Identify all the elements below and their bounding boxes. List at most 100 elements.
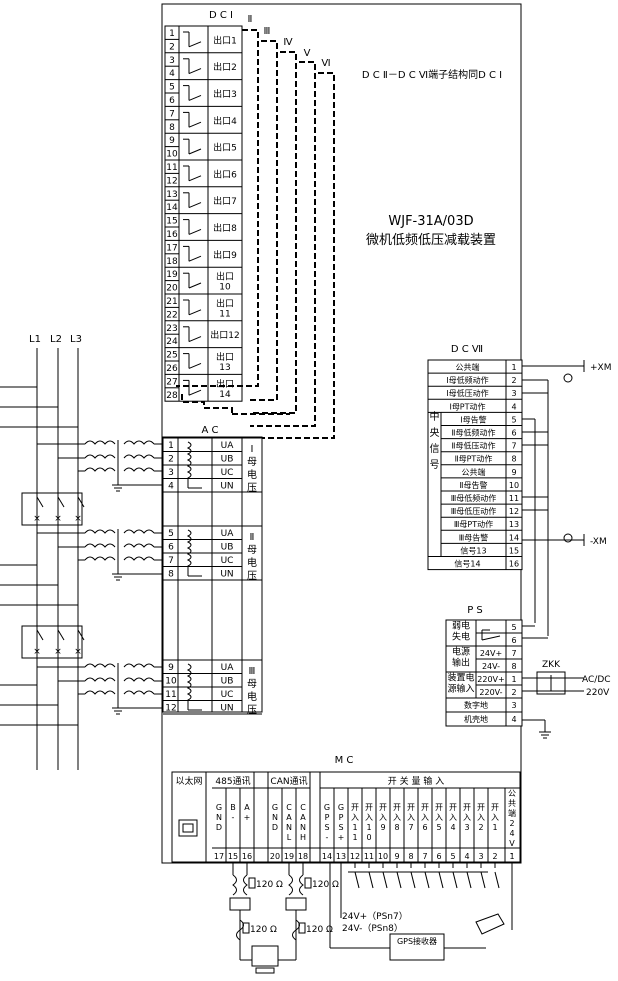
ps-terminal-block: 56724V+824V-1220V+2220V-3数字地4机壳地弱电失电电源输出…: [445, 619, 611, 739]
dc7-title: D C Ⅶ: [451, 344, 483, 355]
terminal-number: 19: [166, 270, 178, 280]
signal-label: Ⅱ母低压动作: [452, 441, 496, 451]
dc-note: D C Ⅱ－D C Ⅵ端子结构同D C Ⅰ: [362, 68, 502, 81]
phase-label: UC: [221, 468, 234, 478]
pt-winding: [84, 677, 116, 682]
terminal-number: 7: [511, 649, 516, 658]
breaker-mark: ×: [54, 647, 62, 657]
terminal-number: 18: [298, 852, 308, 861]
breaker-contact: [77, 629, 85, 641]
terminal-number: 22: [166, 310, 177, 320]
terminal-number: 8: [511, 662, 516, 671]
terminal-number: 3: [478, 852, 483, 861]
terminal-number: 14: [322, 852, 332, 861]
phase-label: UN: [220, 704, 233, 714]
terminal-number: 7: [511, 442, 516, 451]
terminal-number: 5: [169, 83, 175, 93]
contact-symbol: [481, 635, 501, 641]
terminal-number: 17: [166, 243, 177, 253]
contact-symbol: [188, 202, 202, 209]
pt-winding: [84, 454, 116, 459]
terminal-number: 2: [511, 688, 516, 697]
input-contact: [466, 871, 472, 889]
phase-label: UC: [221, 690, 234, 700]
terminal-number: 3: [511, 701, 516, 710]
phase-label: UA: [221, 529, 235, 539]
dashed-link: [176, 29, 259, 387]
breaker-contact: [57, 629, 65, 641]
bus-line-label: L1: [29, 334, 41, 345]
mc-col-label: B-: [230, 803, 236, 822]
xm-minus-label: -XM: [590, 537, 607, 547]
terminal-number: 1: [511, 363, 516, 372]
terminal-number: 16: [166, 230, 178, 240]
terminal-number: 8: [511, 455, 516, 464]
breaker-contact: [36, 496, 44, 508]
terminal-number: 16: [242, 852, 252, 861]
roman-label: Ⅳ: [283, 37, 293, 48]
terminal-number: 2: [169, 42, 175, 52]
output-label: 出口3: [213, 88, 237, 100]
signal-label: Ⅱ母告警: [460, 480, 488, 490]
device-name: 微机低频低压减载装置: [366, 233, 496, 248]
output-label: 出口8: [213, 222, 237, 234]
contact-symbol: [188, 228, 202, 235]
roman-label: Ⅱ: [248, 14, 253, 25]
dashed-link: [250, 40, 278, 401]
mc-frame: [171, 771, 521, 863]
terminal-number: 13: [509, 520, 519, 529]
gps-receiver-box: [389, 933, 445, 961]
signal-label: 公共端: [456, 362, 480, 372]
terminal-number: 23: [166, 324, 177, 334]
output-label: 出口4: [213, 115, 237, 127]
terminal-number: 5: [511, 623, 516, 632]
signal-label: 信号14: [454, 559, 480, 569]
ethernet-port-icon: [178, 819, 198, 837]
twisted-pair: [232, 874, 248, 896]
terminal-number: 21: [166, 297, 177, 307]
resistor-label: 120 Ω: [250, 925, 277, 935]
output-label: 出口5: [213, 142, 237, 154]
signal-label: Ⅰ母低压动作: [446, 388, 488, 398]
signal-label: Ⅰ母告警: [460, 414, 486, 424]
terminal-number: 19: [284, 852, 294, 861]
terminal-number: 5: [450, 852, 455, 861]
terminal-number: 4: [511, 715, 516, 724]
contact-symbol: [188, 282, 202, 289]
terminal-number: 27: [166, 377, 177, 387]
terminal-number: 9: [168, 663, 174, 673]
output-label: 出口7: [213, 195, 237, 207]
pt-winding: [84, 467, 116, 472]
dashed-link: [250, 61, 316, 427]
terminal-number: 11: [166, 163, 177, 173]
contact-symbol: [188, 68, 202, 75]
pt-winding: [123, 663, 155, 668]
pt-winding: [84, 440, 116, 445]
dc1-title: D C Ⅰ: [209, 10, 233, 21]
contact-symbol: [188, 336, 202, 343]
breaker-contact: [77, 496, 85, 508]
pt-winding: [84, 690, 116, 695]
input-contact: [424, 871, 430, 889]
terminal-number: 13: [336, 852, 346, 861]
pt-winding: [123, 543, 155, 548]
phase-label: UA: [221, 663, 235, 673]
contact-symbol: [188, 362, 202, 369]
terminal-number: 13: [166, 190, 177, 200]
terminal-number: 12: [350, 852, 360, 861]
